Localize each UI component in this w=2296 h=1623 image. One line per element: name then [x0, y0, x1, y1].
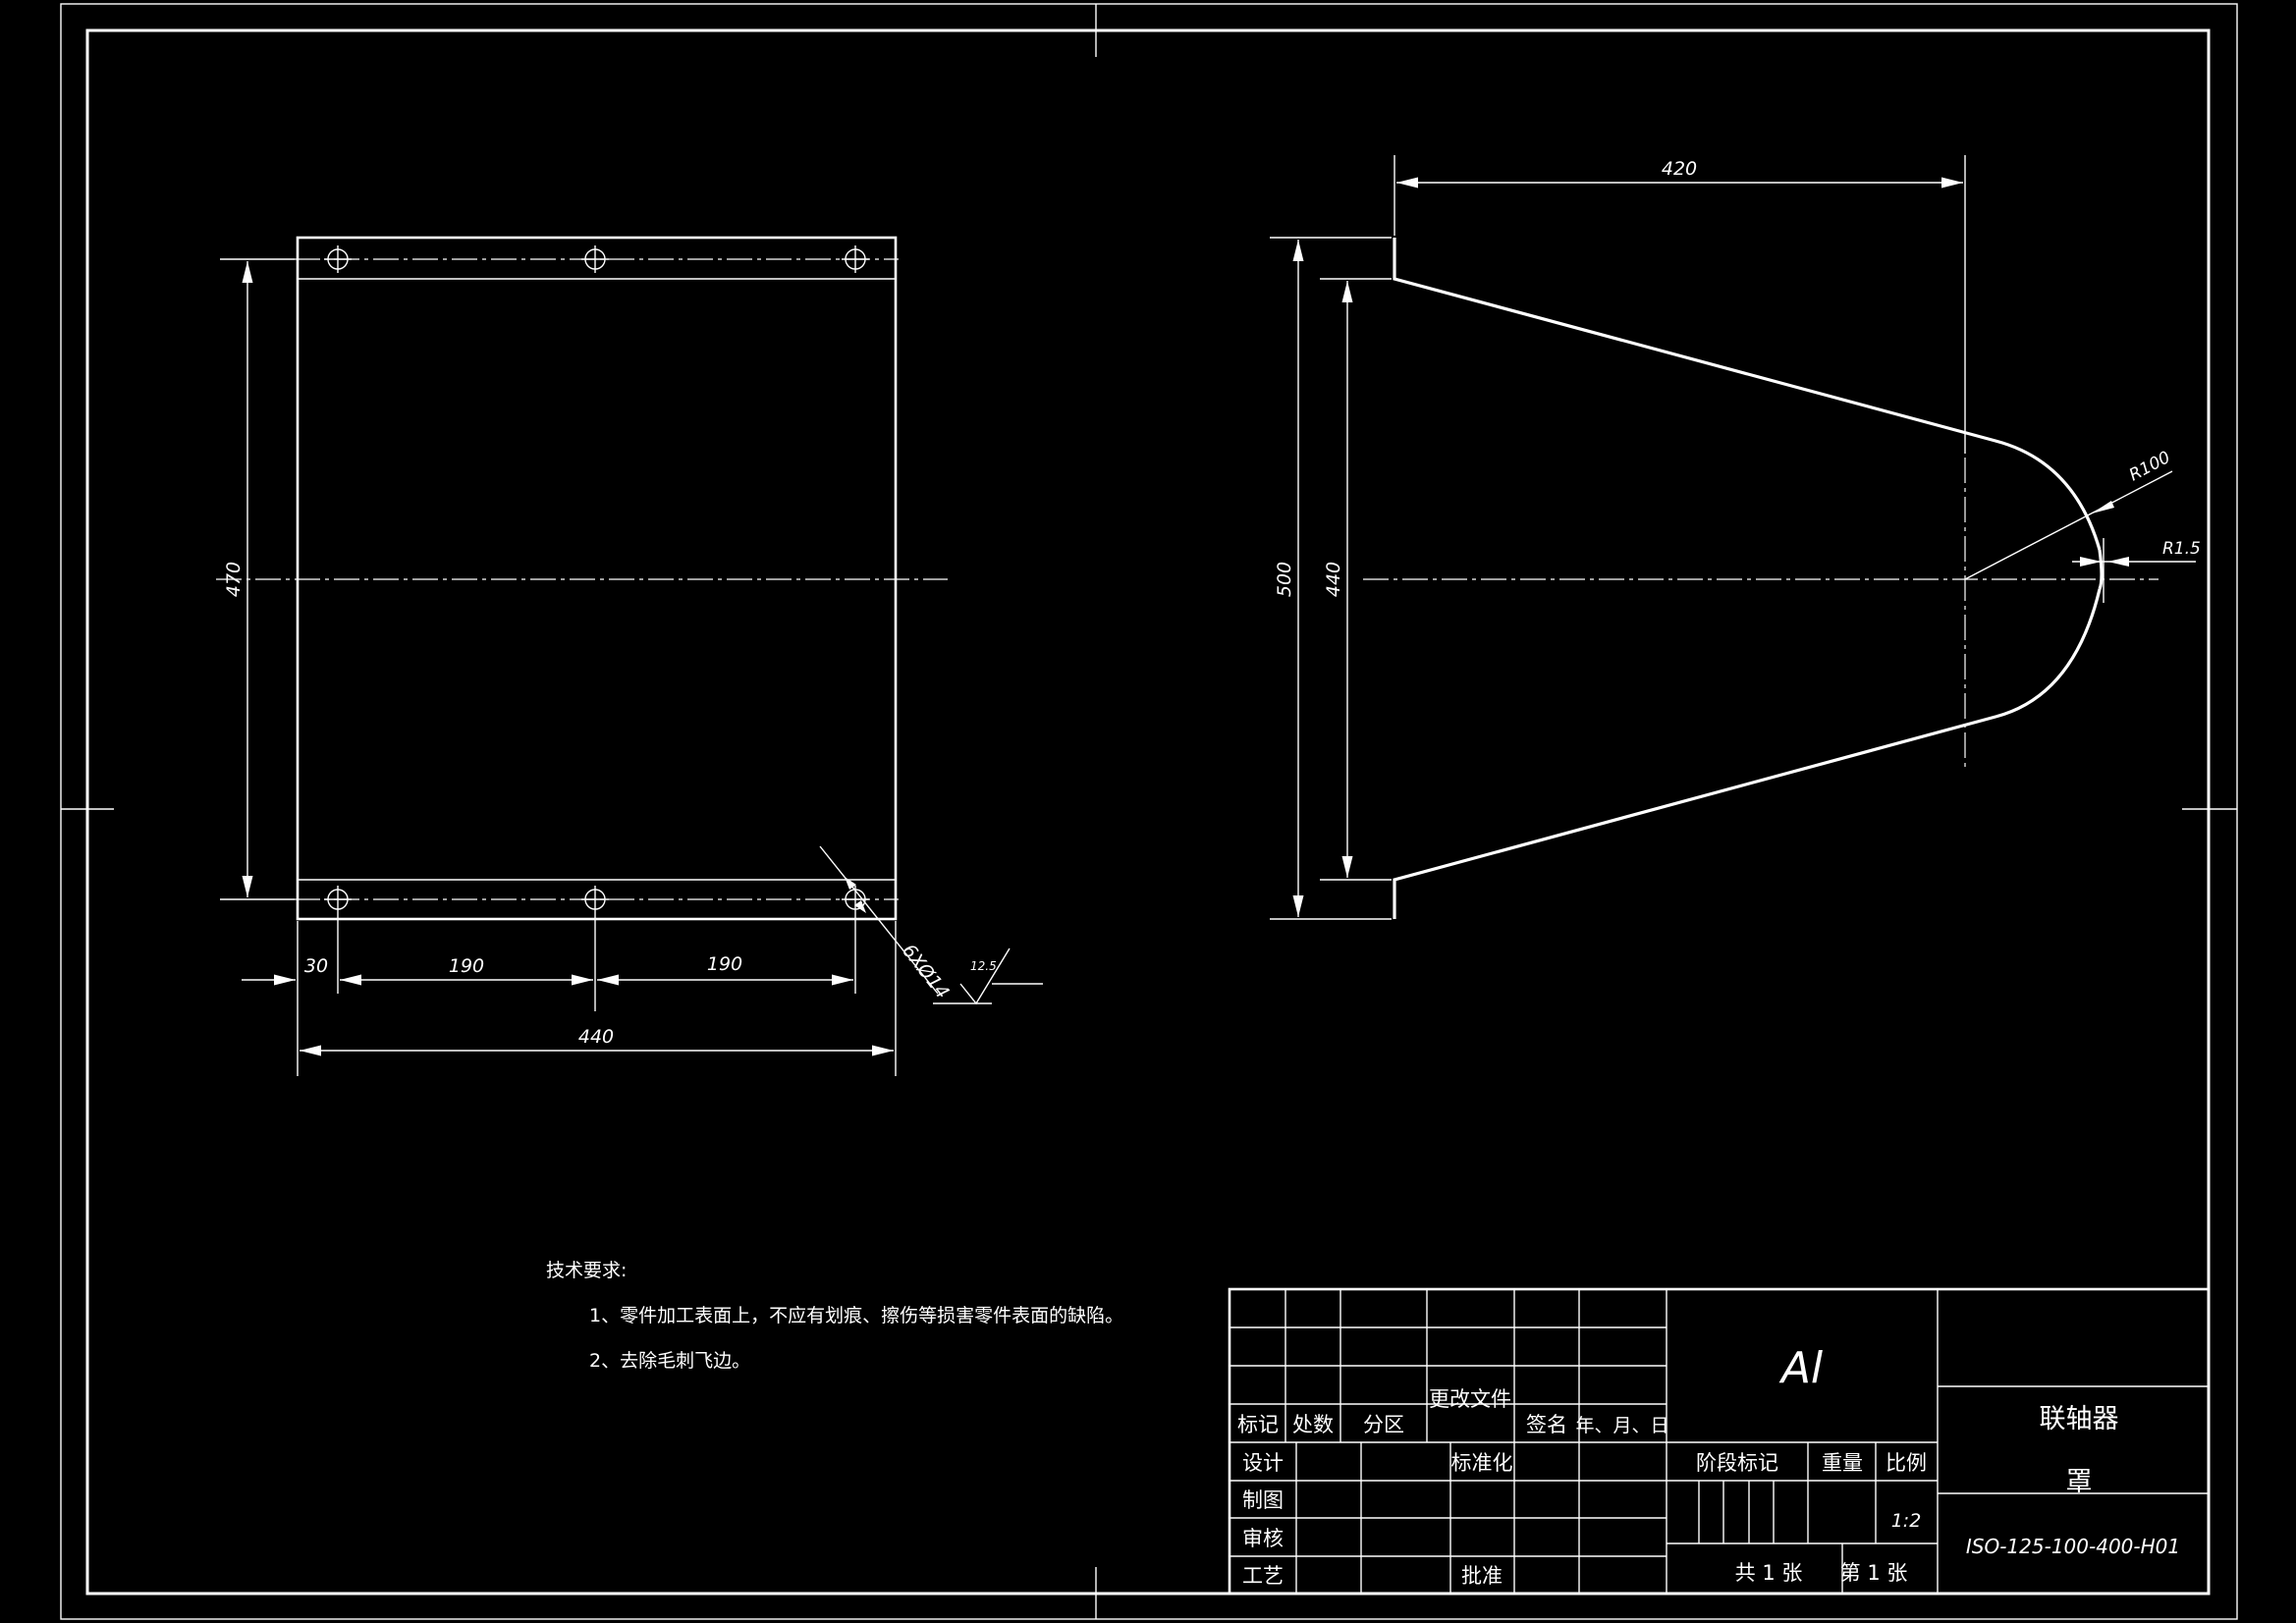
dim-outer-height-label: 500 [1274, 562, 1295, 597]
note-item: 2、去除毛刺飞边。 [589, 1350, 750, 1372]
roughness-symbol [933, 947, 1043, 1005]
header-mark: 标记 [1237, 1413, 1279, 1436]
material-label: Al [1778, 1343, 1824, 1393]
header-zone: 分区 [1363, 1413, 1404, 1436]
part-name-line2: 罩 [2066, 1467, 2093, 1497]
technical-notes: 技术要求: 1、零件加工表面上，不应有划痕、擦伤等损害零件表面的缺陷。 2、去除… [546, 1260, 1123, 1372]
drawing-number: ISO-125-100-400-H01 [1966, 1535, 2180, 1558]
header-signature: 签名 [1526, 1413, 1567, 1436]
dim-offset-label: 30 [304, 955, 328, 977]
hole-callout-label: 6XØ14 [898, 941, 954, 1003]
radius-small-label: R1.5 [2162, 539, 2201, 559]
sheet-frame [60, 3, 2238, 1620]
header-change-doc: 更改文件 [1429, 1387, 1511, 1411]
header-weight: 重量 [1822, 1451, 1863, 1475]
header-date: 年、月、日 [1575, 1415, 1668, 1436]
role-standardize: 标准化 [1451, 1451, 1513, 1475]
role-process: 工艺 [1242, 1564, 1284, 1588]
front-view: 470 30 190 190 440 6XØ14 12.5 [216, 236, 1043, 1076]
dim-spacing-2-label: 190 [707, 953, 742, 975]
radius-large-leader [1964, 470, 2173, 580]
outer-border [60, 3, 2238, 1620]
scale-value: 1:2 [1891, 1510, 1922, 1532]
role-review: 审核 [1242, 1527, 1284, 1550]
sheet-total: 共 1 张 [1735, 1561, 1803, 1585]
side-view: 420 500 440 R100 R1.5 [1270, 155, 2201, 920]
dim-spacing-1-label: 190 [449, 955, 484, 977]
dim-height-label: 470 [223, 562, 245, 597]
radius-large-label: R100 [2126, 448, 2173, 485]
inner-border [85, 28, 2211, 1596]
roughness-label: 12.5 [970, 959, 997, 973]
role-design: 设计 [1242, 1451, 1284, 1475]
part-name-line1: 联轴器 [2040, 1404, 2119, 1434]
header-count: 处数 [1292, 1413, 1334, 1436]
dim-inner-height-label: 440 [1323, 562, 1344, 597]
hole-leader [819, 845, 939, 995]
notes-heading: 技术要求: [546, 1260, 627, 1281]
title-block-frame [1228, 1287, 2211, 1596]
dim-length-label: 420 [1662, 158, 1697, 180]
role-draft: 制图 [1242, 1488, 1284, 1512]
plate-outline [296, 236, 898, 921]
header-ratio: 比例 [1886, 1451, 1927, 1475]
side-profile-lower [1393, 588, 2102, 919]
header-stage-mark: 阶段标记 [1696, 1451, 1778, 1475]
title-block: 标记 处数 分区 更改文件 签名 年、月、日 设计 制图 审核 工艺 标准化 批… [1228, 1287, 2211, 1596]
side-profile-tip [2098, 549, 2104, 590]
side-profile-upper [1393, 238, 2102, 551]
dim-width-total-label: 440 [578, 1026, 614, 1048]
note-item: 1、零件加工表面上，不应有划痕、擦伤等损害零件表面的缺陷。 [589, 1305, 1123, 1326]
sheet-current: 第 1 张 [1840, 1561, 1908, 1585]
role-approve: 批准 [1461, 1564, 1503, 1588]
